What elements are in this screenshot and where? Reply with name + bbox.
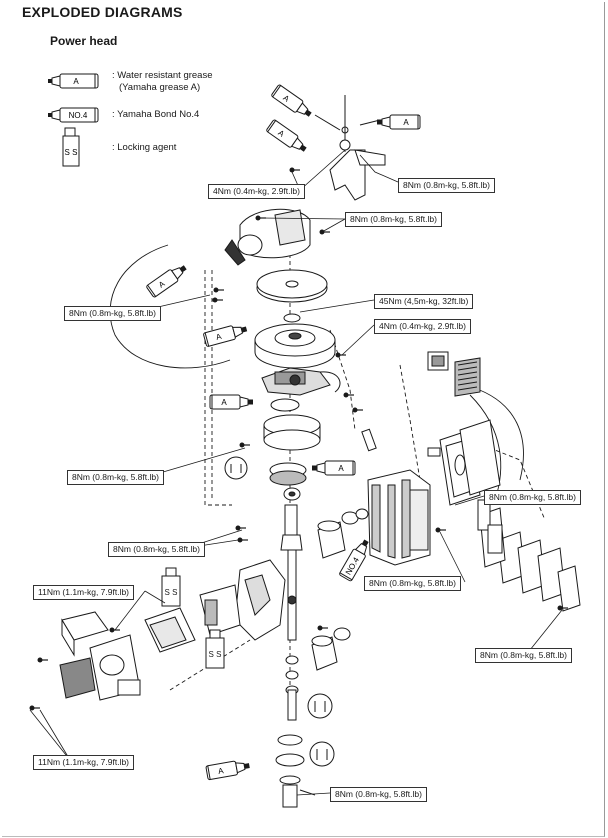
legend-bond-icon: NO.4 (48, 107, 99, 123)
grease-callouts: A A A A A A A A (145, 83, 421, 781)
grease-tube-5: A (202, 321, 249, 348)
fuel-pump-right (477, 499, 503, 554)
torque-label-2: 8Nm (0.8m-kg, 5.8ft.lb) (398, 178, 495, 193)
exhaust-gasket (459, 419, 501, 496)
section-title: Power head (50, 34, 118, 48)
torque-label-11: 8Nm (0.8m-kg, 5.8ft.lb) (364, 576, 461, 591)
grease-tube-4: A (145, 261, 190, 299)
torque-label-9: 8Nm (0.8m-kg, 5.8ft.lb) (108, 542, 205, 557)
torque-label-8: 8Nm (0.8m-kg, 5.8ft.lb) (484, 490, 581, 505)
flywheel (254, 313, 336, 369)
legend-locking-icon: S S (62, 127, 80, 167)
crankshaft (280, 504, 303, 721)
torque-label-5: 45Nm (4,5m-kg, 32ft.lb) (374, 294, 474, 309)
bond-tube-callout: NO.4 (338, 536, 374, 582)
svg-text:A: A (403, 118, 409, 127)
torque-label-10: 11Nm (1.1m-kg, 7.9ft.lb) (33, 585, 135, 600)
svg-text:A: A (276, 128, 286, 139)
legend-bond-text: : Yamaha Bond No.4 (112, 109, 200, 120)
legend-grease-label: A (73, 77, 79, 86)
spark-plug (361, 428, 441, 457)
crankcase-half (199, 559, 286, 641)
grease-tube-8: A (205, 758, 252, 781)
legend-grease-icon: A (48, 73, 99, 89)
legend-bond-label: NO.4 (69, 111, 88, 120)
torque-label-1: 4Nm (0.4m-kg, 2.9ft.lb) (208, 184, 305, 199)
torque-label-4: 8Nm (0.8m-kg, 5.8ft.lb) (64, 306, 161, 321)
torque-label-14: 8Nm (0.8m-kg, 5.8ft.lb) (330, 787, 427, 802)
svg-text:A: A (281, 93, 291, 104)
carburetor (59, 634, 141, 701)
svg-text:S S: S S (165, 588, 178, 597)
legend-locking-text: : Locking agent (112, 142, 177, 153)
hose-lines (109, 244, 524, 501)
stator-base (261, 367, 341, 396)
intake-manifold (144, 607, 196, 653)
grease-tube-3: A (376, 114, 421, 130)
legend-grease-line1: : Water resistant grease (112, 70, 213, 81)
grease-tube-1: A (270, 83, 315, 121)
circlip-detail-callouts (224, 456, 335, 767)
torque-label-6: 4Nm (0.4m-kg, 2.9ft.lb) (374, 319, 471, 334)
legend-locking-label: S S (65, 148, 78, 157)
grease-tube-2: A (265, 118, 310, 156)
svg-text:A: A (215, 332, 223, 342)
cylinder-block (367, 469, 431, 566)
svg-text:A: A (157, 279, 167, 290)
legend-grease-text: : Water resistant grease (Yamaha grease … (112, 70, 213, 94)
upper-bearing-housing (263, 398, 321, 501)
svg-text:S S: S S (209, 650, 222, 659)
torque-label-3: 8Nm (0.8m-kg, 5.8ft.lb) (345, 212, 442, 227)
torque-label-12: 8Nm (0.8m-kg, 5.8ft.lb) (475, 648, 572, 663)
svg-text:A: A (221, 398, 227, 407)
silencer-box (61, 611, 109, 657)
svg-text:A: A (338, 464, 344, 473)
locking-agent-bottle-1: S S (161, 567, 181, 607)
upper-piston (317, 508, 369, 559)
torque-label-13: 11Nm (1.1m-kg, 7.9ft.lb) (33, 755, 135, 770)
lower-piston (311, 627, 351, 671)
top-bracket (314, 95, 386, 201)
legend-grease-line2: (Yamaha grease A) (119, 82, 201, 93)
svg-text:A: A (217, 766, 224, 776)
starter-housing (224, 208, 311, 266)
torque-label-7: 8Nm (0.8m-kg, 5.8ft.lb) (67, 470, 164, 485)
grease-tube-6: A (209, 394, 254, 410)
lower-seals (275, 734, 316, 808)
page-title: EXPLODED DIAGRAMS (22, 4, 183, 20)
flywheel-cover (256, 269, 328, 303)
grease-tube-7: A (311, 460, 356, 476)
locking-agent-bottle-2: S S (205, 629, 225, 669)
reed-valves (479, 507, 581, 612)
ignition-coil (427, 351, 481, 397)
